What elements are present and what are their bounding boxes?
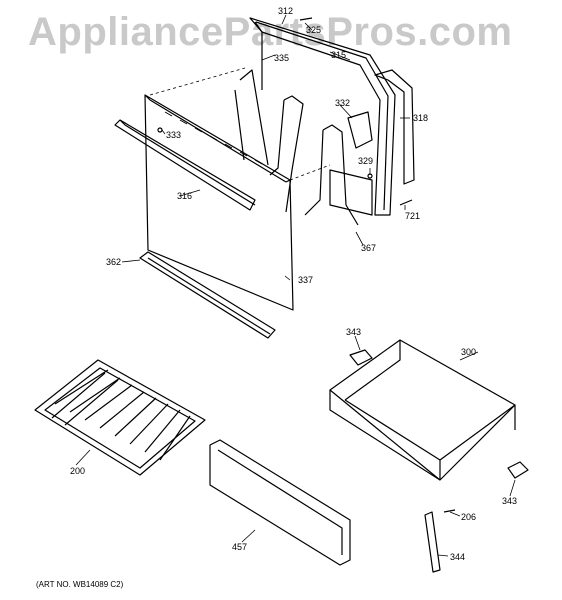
part-label-332: 332 (335, 98, 350, 108)
door-gasket-frame (249, 17, 396, 216)
art-number-caption: (ART NO. WB14089 C2) (36, 580, 124, 589)
leader-lines (75, 14, 516, 557)
drawer-roller-top (349, 349, 373, 366)
part-label-318: 318 (413, 113, 428, 123)
door-hinge-wires (234, 69, 359, 226)
part-label-337: 337 (298, 275, 313, 285)
oven-door-outer-panel (144, 94, 294, 311)
drawer-front-panel (209, 439, 351, 566)
part-label-325: 325 (306, 25, 321, 35)
inner-door-panel (329, 111, 373, 216)
drawer-rail (424, 511, 441, 573)
part-label-335: 335 (274, 53, 289, 63)
part-label-206: 206 (461, 512, 476, 522)
screws (157, 17, 456, 513)
part-label-312: 312 (278, 6, 293, 16)
oven-rack (34, 359, 206, 476)
part-label-344: 344 (450, 552, 465, 562)
part-label-333: 333 (166, 130, 181, 140)
door-side-trim (374, 69, 415, 185)
watermark-logo: AppliancePartsPros.com (28, 10, 513, 54)
part-label-200: 200 (70, 466, 85, 476)
part-label-343-bottom: 343 (502, 496, 517, 506)
drawer-roller-bottom (507, 461, 529, 479)
door-vent-slots (164, 111, 263, 165)
part-label-721: 721 (405, 211, 420, 221)
part-label-316: 316 (177, 191, 192, 201)
part-label-367: 367 (361, 243, 376, 253)
part-label-315: 315 (331, 50, 346, 60)
part-label-300: 300 (461, 347, 476, 357)
part-label-457: 457 (232, 542, 247, 552)
part-label-343-top: 343 (346, 327, 361, 337)
storage-drawer (329, 339, 516, 481)
alignment-lines (149, 67, 331, 181)
door-kick-plate (139, 251, 276, 339)
part-label-329: 329 (358, 156, 373, 166)
part-label-362: 362 (106, 257, 121, 267)
door-handle (114, 119, 256, 211)
